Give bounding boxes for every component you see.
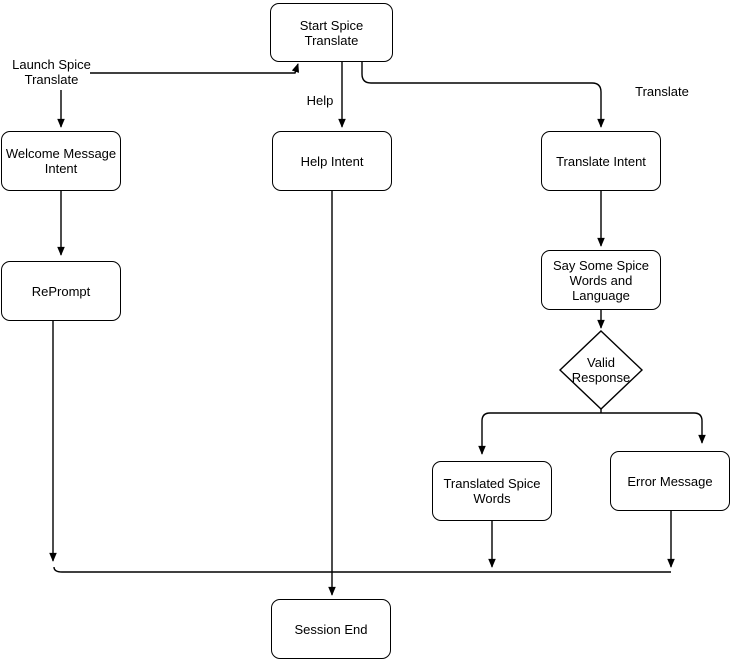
edge-label-translate: Translate (635, 84, 689, 99)
node-translated-spice-words: Translated Spice Words (432, 461, 552, 521)
node-valid-response-label: Valid Response (571, 355, 631, 385)
edge-valid-to-error (601, 412, 706, 444)
edge-start-to-translate-intent (361, 62, 605, 128)
node-say-some-spice-words: Say Some Spice Words and Language (541, 250, 661, 310)
edge-label-launch-spice-translate: Launch Spice Translate (12, 57, 91, 87)
node-reprompt: RePrompt (1, 261, 121, 321)
node-error-message: Error Message (610, 451, 730, 511)
edge-valid-to-translated (478, 412, 601, 455)
edge-label-help: Help (306, 93, 334, 108)
node-valid-response-shape (558, 330, 644, 410)
node-start-spice-translate: Start Spice Translate (270, 3, 393, 62)
node-translate-intent: Translate Intent (541, 131, 661, 191)
node-session-end: Session End (271, 599, 391, 659)
node-welcome-message-intent: Welcome Message Intent (1, 131, 121, 191)
node-help-intent: Help Intent (272, 131, 392, 191)
merge-line (53, 566, 671, 573)
edge-launch-to-start (90, 63, 300, 74)
